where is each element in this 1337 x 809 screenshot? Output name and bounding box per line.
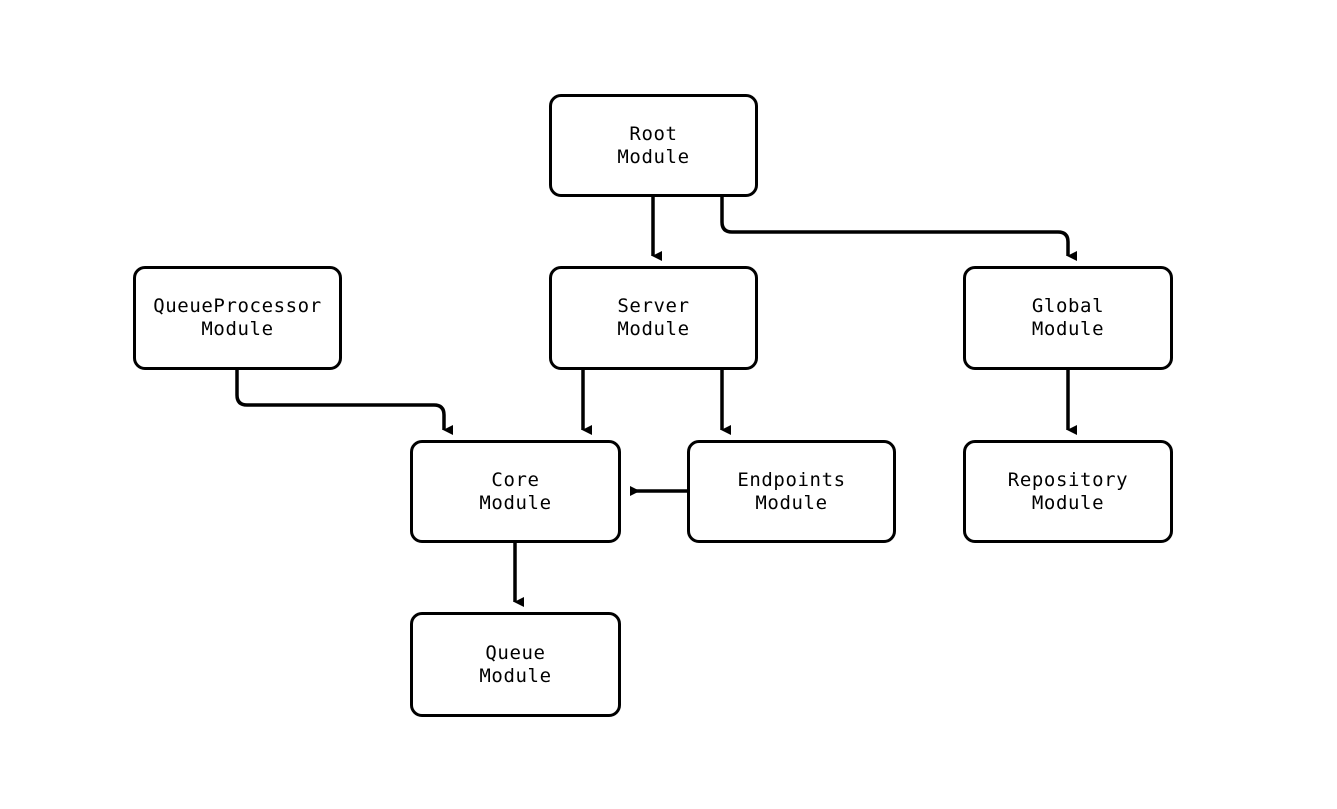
- node-label-line1: Global: [1031, 295, 1105, 317]
- node-core-module[interactable]: Core Module: [410, 440, 621, 543]
- node-label-line1: Repository: [1007, 468, 1129, 491]
- node-repository-module[interactable]: Repository Module: [963, 440, 1173, 543]
- node-label-line1: QueueProcessor: [153, 295, 322, 317]
- node-label-line1: Core: [491, 468, 540, 491]
- node-label-line2: Module: [479, 664, 552, 687]
- node-label-line2: Module: [617, 318, 690, 340]
- node-server-module[interactable]: Server Module: [549, 266, 758, 370]
- node-label-line1: Root: [629, 122, 678, 145]
- node-label-line2: Module: [479, 491, 552, 514]
- node-queueprocessor-module[interactable]: QueueProcessor Module: [133, 266, 342, 370]
- node-label-line2: Module: [1031, 491, 1105, 514]
- node-label-line2: Module: [1031, 318, 1105, 340]
- edge-root-to-global: [720, 197, 1077, 261]
- node-label-line2: Module: [201, 318, 274, 340]
- node-label-line1: Queue: [485, 641, 546, 664]
- node-queue-module[interactable]: Queue Module: [410, 612, 621, 717]
- node-endpoints-module[interactable]: Endpoints Module: [687, 440, 896, 543]
- node-label-line2: Module: [755, 491, 828, 514]
- node-label-line1: Server: [617, 295, 690, 317]
- edge-queueprocessor-to-core: [235, 370, 453, 435]
- node-label-line2: Module: [617, 145, 690, 168]
- node-root-module[interactable]: Root Module: [549, 94, 758, 197]
- node-global-module[interactable]: Global Module: [963, 266, 1173, 370]
- node-label-line1: Endpoints: [737, 468, 846, 491]
